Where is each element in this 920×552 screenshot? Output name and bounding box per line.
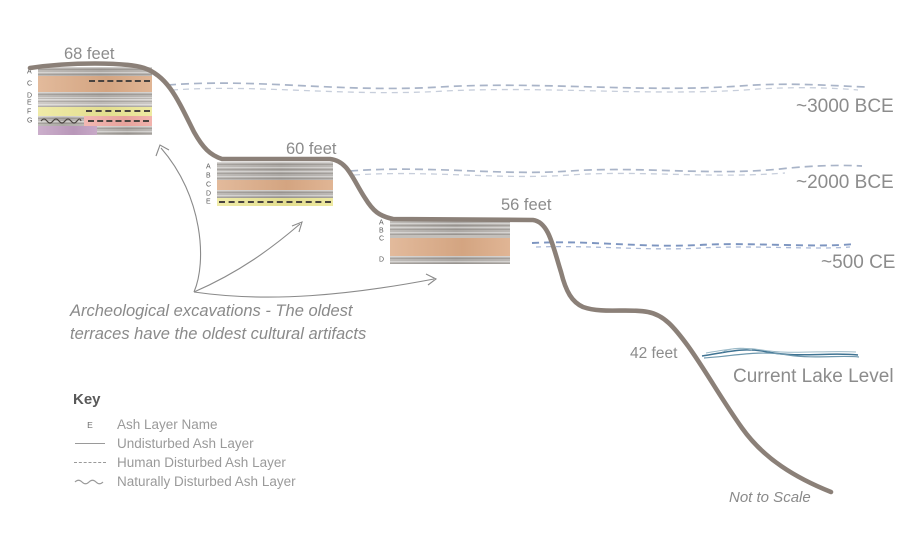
arrowhead bbox=[425, 273, 438, 286]
arrow-to-60ft-box bbox=[193, 223, 301, 293]
ash-layer-letter: D bbox=[27, 92, 33, 99]
layer-fill bbox=[390, 256, 510, 264]
ash-layer: A bbox=[27, 67, 152, 76]
key-item-human-disturbed: Human Disturbed Ash Layer bbox=[73, 455, 296, 470]
ash-layer: E bbox=[206, 198, 333, 206]
ash-layer-letter: C bbox=[206, 181, 212, 189]
ash-layer-letter: E bbox=[206, 198, 211, 206]
key-item-naturally-disturbed: Naturally Disturbed Ash Layer bbox=[73, 474, 296, 489]
ash-layer-letter: D bbox=[379, 256, 385, 264]
ash-layer-letter-symbol: E bbox=[87, 419, 93, 430]
annotation-line-2: terraces have the oldest cultural artifa… bbox=[70, 324, 367, 343]
elevation-label-42ft: 42 feet bbox=[630, 345, 678, 362]
key-item-label: Undisturbed Ash Layer bbox=[117, 436, 254, 451]
excavation-box-56ft: A B C D bbox=[379, 218, 510, 264]
ash-layer-letter: A bbox=[379, 219, 384, 226]
key-legend: Key E Ash Layer Name Undisturbed Ash Lay… bbox=[73, 391, 296, 493]
current-lake-level-label: Current Lake Level bbox=[733, 366, 894, 387]
ash-layer bbox=[38, 126, 152, 135]
layer-fill bbox=[217, 171, 333, 180]
layer-fill bbox=[38, 67, 152, 76]
layer-fill bbox=[38, 92, 152, 99]
excavation-box-68ft: A C D E F G bbox=[27, 67, 152, 135]
timeline-2000bce-line bbox=[349, 164, 863, 178]
layer-fill bbox=[38, 99, 152, 107]
elevation-label-56ft: 56 feet bbox=[501, 196, 552, 214]
key-item-label: Ash Layer Name bbox=[117, 417, 218, 432]
timeline-3000bce-line bbox=[167, 82, 867, 94]
naturally-disturbed-line bbox=[40, 118, 82, 124]
ash-layer: C bbox=[27, 76, 152, 92]
layer-fill bbox=[390, 227, 510, 235]
human-disturbed-line bbox=[89, 80, 150, 82]
dashed-line-symbol bbox=[74, 462, 106, 463]
layer-fill bbox=[97, 126, 152, 135]
layer-fill bbox=[38, 126, 98, 135]
ash-layer-letter: E bbox=[27, 99, 32, 107]
ash-layer: D bbox=[379, 256, 510, 264]
annotation-text: Archeological excavations - The oldest t… bbox=[70, 300, 366, 345]
key-item-label: Naturally Disturbed Ash Layer bbox=[117, 474, 296, 489]
ash-layer: C bbox=[206, 180, 333, 190]
layer-fill bbox=[38, 76, 152, 92]
human-disturbed-line bbox=[219, 201, 331, 203]
layer-fill bbox=[217, 180, 333, 190]
not-to-scale-note: Not to Scale bbox=[729, 489, 811, 506]
wavy-line-symbol bbox=[74, 479, 104, 484]
ash-layer-letter: C bbox=[27, 80, 33, 88]
human-disturbed-line bbox=[88, 120, 149, 122]
ash-layer: B bbox=[379, 227, 510, 235]
lake-water-line bbox=[701, 347, 860, 359]
key-title: Key bbox=[73, 391, 101, 408]
layer-fill bbox=[217, 190, 333, 198]
era-label-2000bce: ~2000 BCE bbox=[796, 172, 894, 193]
ash-layer-letter: B bbox=[206, 172, 211, 179]
era-label-3000bce: ~3000 BCE bbox=[796, 96, 894, 117]
ash-layer-letter: D bbox=[206, 190, 212, 198]
ash-layer-letter: G bbox=[27, 117, 33, 125]
ash-layer: C bbox=[379, 235, 510, 256]
annotation-line-1: Archeological excavations - The oldest bbox=[70, 302, 353, 320]
era-label-500ce: ~500 CE bbox=[821, 252, 896, 273]
ash-layer-letter: A bbox=[27, 68, 32, 75]
ash-layer: B bbox=[206, 171, 333, 180]
key-item-ash-layer-name: E Ash Layer Name bbox=[73, 417, 296, 432]
ash-layer: E bbox=[27, 99, 152, 107]
ash-layer: A bbox=[379, 218, 510, 227]
arrowhead bbox=[155, 144, 170, 157]
ash-layer-letter: A bbox=[206, 163, 211, 170]
arrow-to-56ft-box bbox=[193, 278, 435, 298]
key-item-label: Human Disturbed Ash Layer bbox=[117, 455, 286, 470]
layer-fill bbox=[390, 218, 510, 227]
ash-layer: F bbox=[27, 107, 152, 116]
ash-layer-letter: C bbox=[379, 235, 385, 243]
elevation-label-60ft: 60 feet bbox=[286, 140, 337, 158]
ash-layer: A bbox=[206, 162, 333, 171]
ash-layer: D bbox=[206, 190, 333, 198]
elevation-label-68ft: 68 feet bbox=[64, 45, 115, 63]
arrowhead bbox=[291, 221, 303, 233]
ash-layer-letter: F bbox=[27, 108, 32, 115]
ash-layer: G bbox=[27, 116, 152, 126]
ash-layer-letter: B bbox=[379, 227, 384, 235]
human-disturbed-line bbox=[85, 110, 150, 112]
layer-fill bbox=[217, 162, 333, 171]
solid-line-symbol bbox=[75, 443, 105, 444]
ash-layer: D bbox=[27, 92, 152, 99]
arrow-to-68ft-box bbox=[160, 147, 202, 293]
layer-fill bbox=[390, 235, 510, 256]
excavation-box-60ft: A B C D E bbox=[206, 162, 333, 206]
key-item-undisturbed: Undisturbed Ash Layer bbox=[73, 436, 296, 451]
timeline-500ce-line bbox=[531, 241, 856, 250]
